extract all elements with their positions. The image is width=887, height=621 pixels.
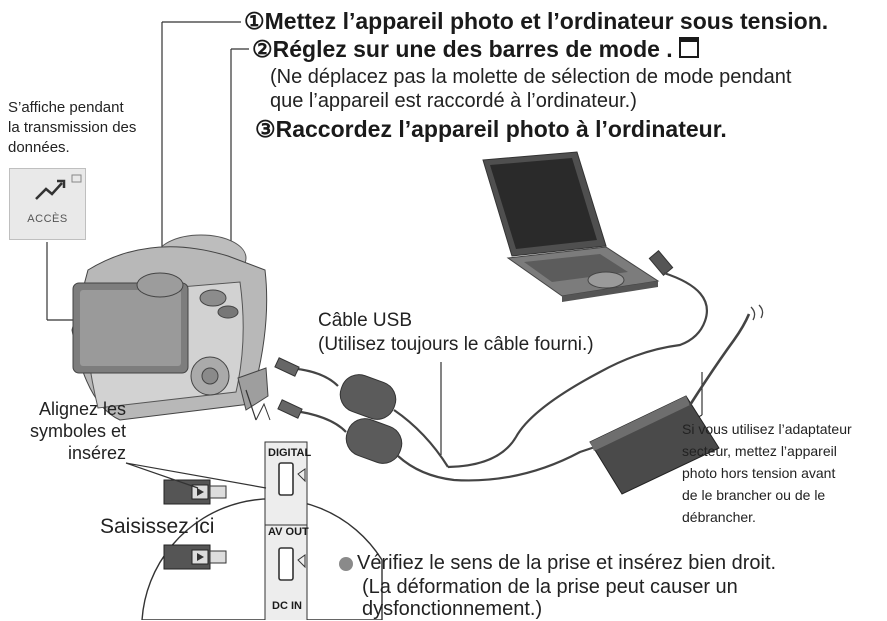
ac-adapter: [277, 304, 764, 495]
adapter-note-line-4: de le brancher ou de le: [682, 487, 826, 503]
step-2-text: ②Réglez sur une des barres de mode .: [252, 36, 680, 62]
access-label: ACCÈS: [27, 213, 68, 225]
transmission-note-line-3: données.: [8, 139, 70, 156]
camera-illustration: [71, 234, 269, 421]
ferrite-core: [339, 374, 397, 420]
bottom-note-line-3: dysfonctionnement.): [362, 598, 543, 620]
access-screen: ACCÈS: [9, 168, 86, 240]
bottom-note-line-2: (La déformation de la prise peut causer …: [362, 576, 738, 598]
align-note-line-2: symboles et: [29, 421, 126, 441]
adapter-note-line-3: photo hors tension avant: [682, 465, 836, 481]
bullet-dot: [339, 557, 353, 571]
transmission-note-line-1: S’affiche pendant: [8, 99, 124, 116]
adapter-note-line-5: débrancher.: [682, 509, 756, 525]
usb-cable-label: Câble USB: [318, 310, 412, 331]
mode-dial: [136, 272, 184, 298]
usb-cable: [274, 250, 708, 469]
dc-in-port: [278, 547, 294, 581]
adapter-note-line-2: secteur, mettez l’appareil: [682, 443, 837, 459]
port-label-digital: DIGITAL: [268, 447, 312, 459]
transmission-note: S’affiche pendant la transmission des do…: [8, 98, 136, 158]
grip-label: Saisissez ici: [100, 515, 215, 538]
adapter-note-line-1: Si vous utilisez l’adaptateur: [682, 421, 852, 437]
digital-port: [278, 462, 294, 496]
adapter-note: Si vous utilisez l’adaptateur secteur, m…: [682, 418, 852, 528]
laptop-illustration: [482, 151, 660, 302]
port-label-av-out: AV OUT: [268, 526, 309, 538]
port-label-dc-in: DC IN: [272, 600, 302, 612]
step-2-note-line-2: que l’appareil est raccordé à l’ordinate…: [270, 90, 637, 112]
step-1: ①Mettez l’appareil photo et l’ordinateur…: [244, 8, 829, 34]
connector-closeup: [125, 389, 383, 620]
playback-mode-icon: [679, 37, 700, 58]
step-2: ②Réglez sur une des barres de mode .: [252, 36, 700, 63]
step-2-note-line-1: (Ne déplacez pas la molette de sélection…: [270, 66, 792, 88]
align-note-line-3: insérez: [67, 443, 126, 463]
align-note-line-1: Alignez les: [38, 399, 126, 419]
align-note: Alignez les symboles et insérez: [20, 398, 126, 464]
access-arrow-icon: [35, 174, 82, 200]
step-3: ③Raccordez l’appareil photo à l’ordinate…: [255, 116, 727, 142]
transmission-note-line-2: la transmission des: [8, 119, 137, 136]
bottom-note-line-1: Vérifiez le sens de la prise et insérez …: [357, 552, 777, 574]
usb-cable-note: (Utilisez toujours le câble fourni.): [318, 334, 594, 355]
